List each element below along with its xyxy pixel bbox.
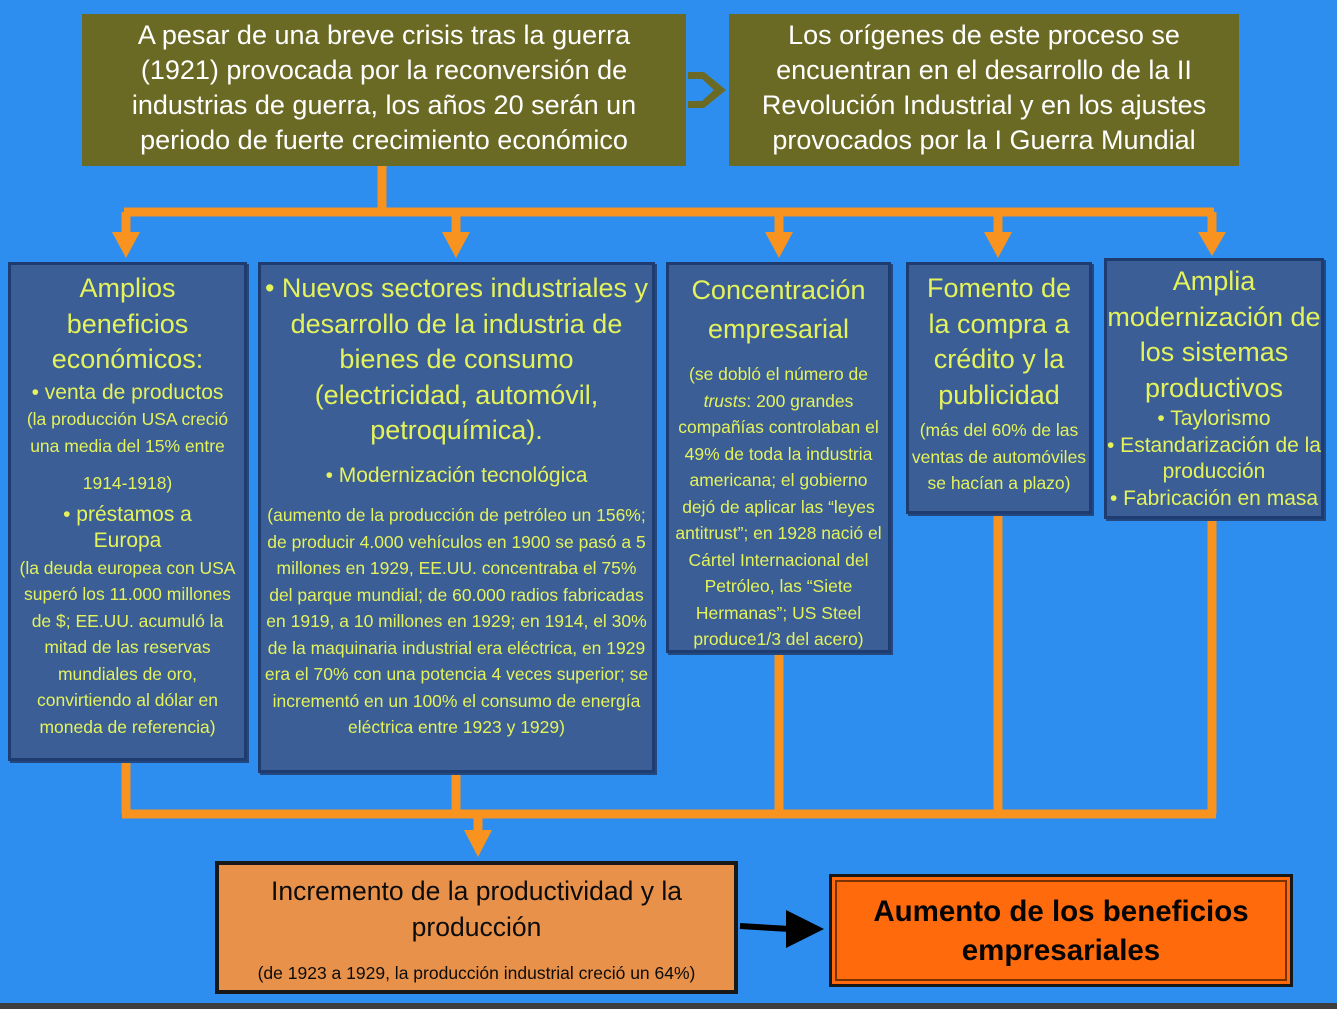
- productivity-note: (de 1923 a 1929, la producción industria…: [257, 963, 696, 983]
- sales-note-years: 1914-1918): [82, 473, 173, 493]
- standardization-bullet: • Estandarización de la producción: [1107, 433, 1321, 484]
- new-sectors-note: (aumento de la producción de petróleo un…: [264, 505, 649, 737]
- result-arrow-line: [739, 923, 791, 932]
- taylorism-bullet: • Taylorismo: [1157, 407, 1271, 430]
- credit-advertising-box: Fomento de la compra a crédito y la publ…: [906, 262, 1092, 514]
- new-sectors-title: • Nuevos sectores industriales y desarro…: [264, 273, 649, 445]
- arrow-col3-head: [765, 232, 793, 258]
- economic-benefits-box: Amplios beneficios económicos: • venta d…: [8, 262, 247, 761]
- arrow-col1-head: [112, 232, 140, 258]
- credit-advertising-note: (más del 60% de las ventas de automóvile…: [911, 420, 1087, 493]
- result-box: Aumento de los beneficios empresariales: [829, 874, 1293, 987]
- tech-modernization-bullet: • Modernización tecnológica: [325, 463, 588, 487]
- origins-arrow-head: [688, 72, 726, 108]
- productivity-box: Incremento de la productividad y la prod…: [215, 861, 738, 994]
- loans-bullet: • préstamos a Europa: [63, 502, 192, 553]
- production-modernization-title: Amplia modernización de los sistemas pro…: [1107, 266, 1321, 403]
- origins-box: Los orígenes de este proceso se encuentr…: [729, 14, 1239, 166]
- trusts-italic: trusts: [703, 390, 747, 411]
- sales-bullet: • venta de productos: [31, 380, 224, 404]
- arrow-col4-head: [984, 232, 1012, 258]
- arrow-col2-head: [442, 232, 470, 258]
- new-sectors-box: • Nuevos sectores industriales y desarro…: [258, 262, 655, 773]
- result-arrow-head: [786, 910, 824, 948]
- mass-production-bullet: • Fabricación en masa: [1109, 486, 1319, 510]
- productivity-title: Incremento de la productividad y la prod…: [271, 876, 682, 942]
- intro-text: A pesar de una breve crisis tras la guer…: [131, 20, 637, 155]
- production-modernization-box: Amplia modernización de los sistemas pro…: [1104, 258, 1324, 519]
- arrow-col5-head: [1198, 232, 1226, 256]
- origins-text: Los orígenes de este proceso se encuentr…: [761, 20, 1207, 155]
- sales-note: (la producción USA creció una media del …: [26, 409, 229, 456]
- economic-benefits-title: Amplios beneficios económicos:: [51, 273, 204, 374]
- business-concentration-title: Concentración empresarial: [691, 275, 866, 344]
- business-concentration-box: Concentración empresarial (se dobló el n…: [666, 262, 891, 653]
- arrow-productivity-head: [464, 830, 492, 857]
- result-title: Aumento de los beneficios empresariales: [873, 894, 1249, 967]
- loans-note: (la deuda europea con USA superó los 11.…: [19, 557, 236, 737]
- intro-box: A pesar de una breve crisis tras la guer…: [82, 14, 686, 166]
- business-concentration-note: (se dobló el número de trusts: 200 grand…: [675, 364, 882, 649]
- credit-advertising-title: Fomento de la compra a crédito y la publ…: [926, 273, 1072, 410]
